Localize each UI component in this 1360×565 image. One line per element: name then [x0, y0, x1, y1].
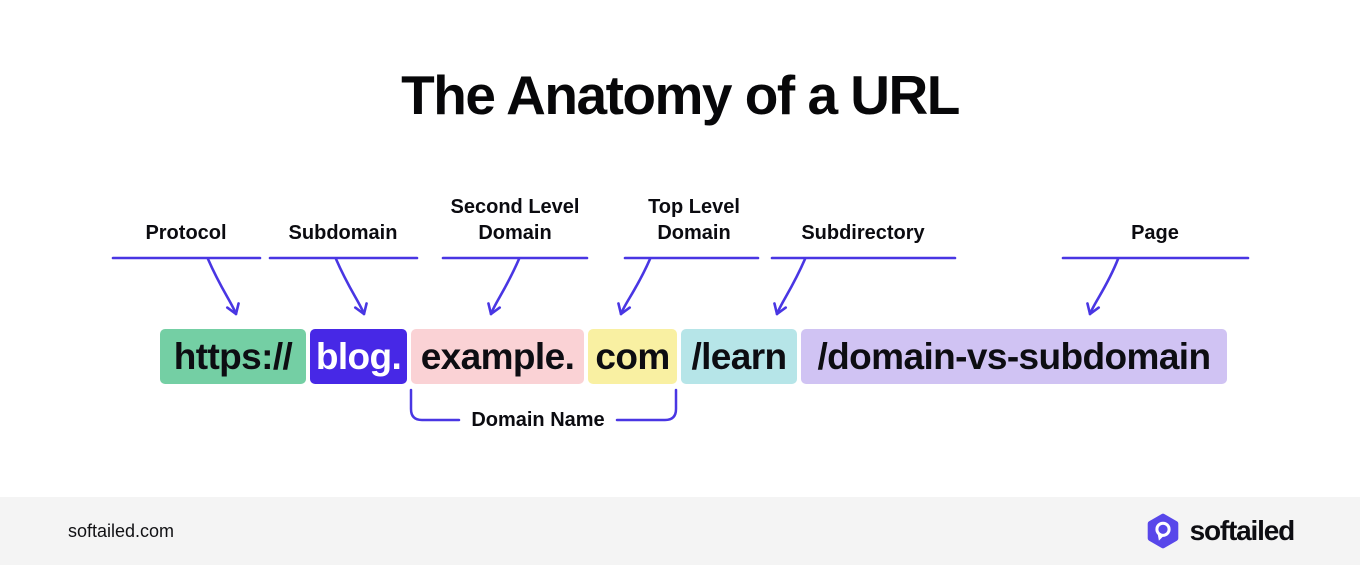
label-protocol: Protocol: [145, 222, 227, 244]
arrow-top-level-domain: [617, 257, 652, 316]
softailed-logo-icon: [1147, 513, 1178, 549]
label-subdirectory: Subdirectory: [801, 222, 925, 244]
domain-name-label: Domain Name: [461, 407, 615, 433]
url-segment-subdirectory: /learn: [681, 329, 797, 384]
arrow-subdirectory: [773, 257, 807, 316]
page-title: The Anatomy of a URL: [401, 64, 960, 126]
url-segment-top-level-domain: com: [588, 329, 677, 384]
url-segment-page: /domain-vs-subdomain: [801, 329, 1227, 384]
label-second-level-domain: Second Level Domain: [450, 196, 580, 244]
label-page: Page: [1131, 222, 1179, 244]
arrow-second-level-domain: [487, 257, 521, 316]
label-subdomain: Subdomain: [288, 222, 398, 244]
arrow-protocol: [206, 257, 240, 316]
url-segment-second-level-domain: example.: [411, 329, 584, 384]
label-top-level-domain: Top Level Domain: [648, 196, 740, 244]
arrow-subdomain: [334, 257, 368, 316]
arrow-page: [1086, 257, 1120, 316]
brand-name: softailed: [1189, 515, 1296, 546]
footer-bar: softailed.com softailed: [0, 497, 1360, 565]
url-segment-subdomain: blog.: [310, 329, 407, 384]
brand-logo: softailed: [1145, 497, 1296, 565]
url-segment-protocol: https://: [160, 329, 306, 384]
footer-site-url: softailed.com: [68, 520, 175, 541]
